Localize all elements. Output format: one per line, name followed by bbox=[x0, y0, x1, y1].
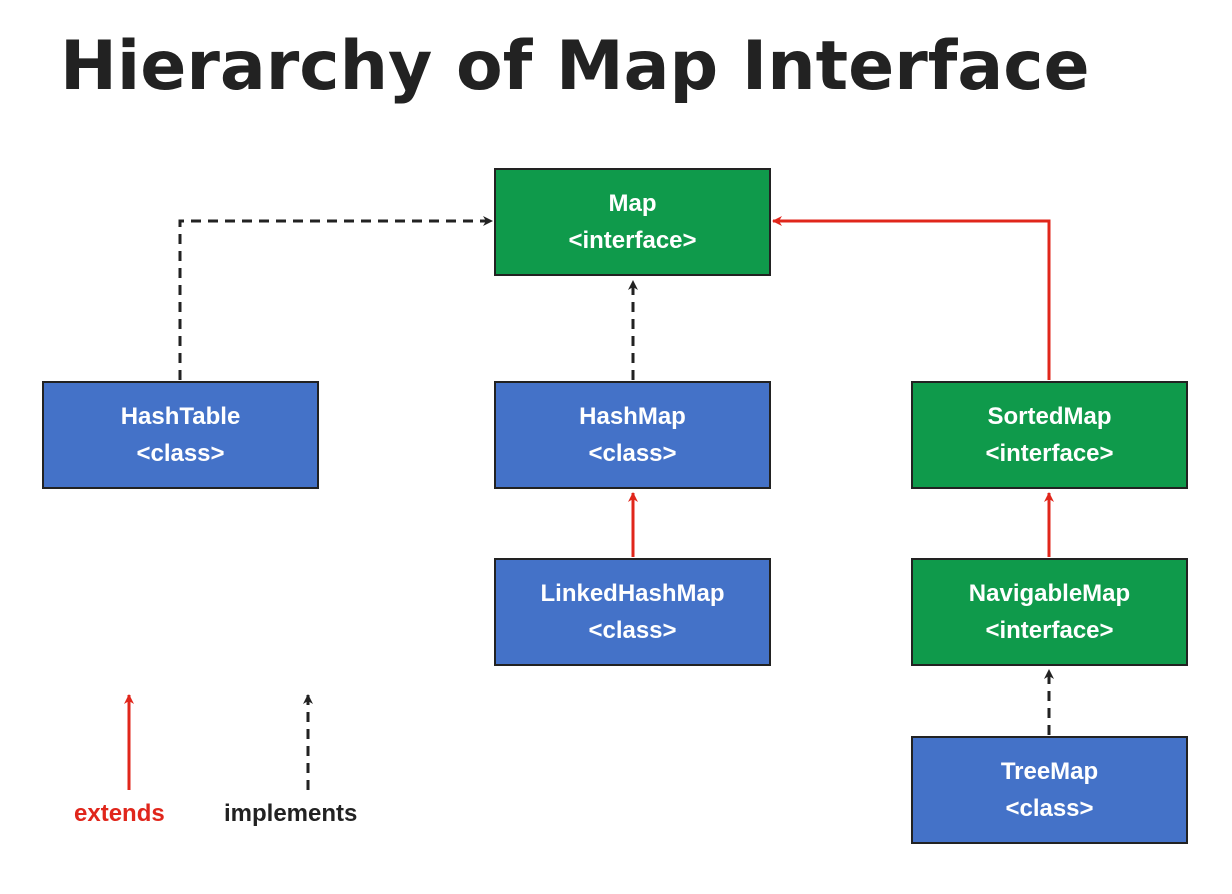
edge-hashtable-implements-map bbox=[178, 216, 493, 380]
edge-sortedmap-extends-map bbox=[772, 216, 1051, 380]
node-sortedmap: SortedMap <interface> bbox=[911, 381, 1188, 489]
node-treemap-kind: <class> bbox=[1005, 795, 1094, 822]
node-navigablemap-kind: <interface> bbox=[985, 617, 1114, 644]
node-navigablemap-name: NavigableMap bbox=[968, 580, 1131, 607]
node-linkedhashmap: LinkedHashMap <class> bbox=[494, 558, 771, 666]
node-treemap-name: TreeMap bbox=[1000, 758, 1099, 785]
node-linkedhashmap-name: LinkedHashMap bbox=[540, 580, 725, 607]
node-hashtable-name: HashTable bbox=[120, 403, 241, 430]
node-treemap: TreeMap <class> bbox=[911, 736, 1188, 844]
node-hashmap-name: HashMap bbox=[579, 403, 686, 430]
node-map-kind: <interface> bbox=[568, 227, 697, 254]
node-sortedmap-name: SortedMap bbox=[987, 403, 1112, 430]
node-map: Map <interface> bbox=[494, 168, 771, 276]
node-linkedhashmap-kind: <class> bbox=[588, 617, 677, 644]
node-sortedmap-kind: <interface> bbox=[985, 440, 1114, 467]
legend-implements-label: implements bbox=[224, 800, 358, 827]
node-hashmap-kind: <class> bbox=[588, 440, 677, 467]
node-navigablemap: NavigableMap <interface> bbox=[911, 558, 1188, 666]
page-title: Hierarchy of Map Interface bbox=[60, 27, 1090, 106]
node-hashtable-kind: <class> bbox=[136, 440, 225, 467]
node-hashmap: HashMap <class> bbox=[494, 381, 771, 489]
node-hashtable: HashTable <class> bbox=[42, 381, 319, 489]
legend-extends-label: extends bbox=[74, 800, 165, 827]
node-map-name: Map bbox=[608, 190, 657, 217]
